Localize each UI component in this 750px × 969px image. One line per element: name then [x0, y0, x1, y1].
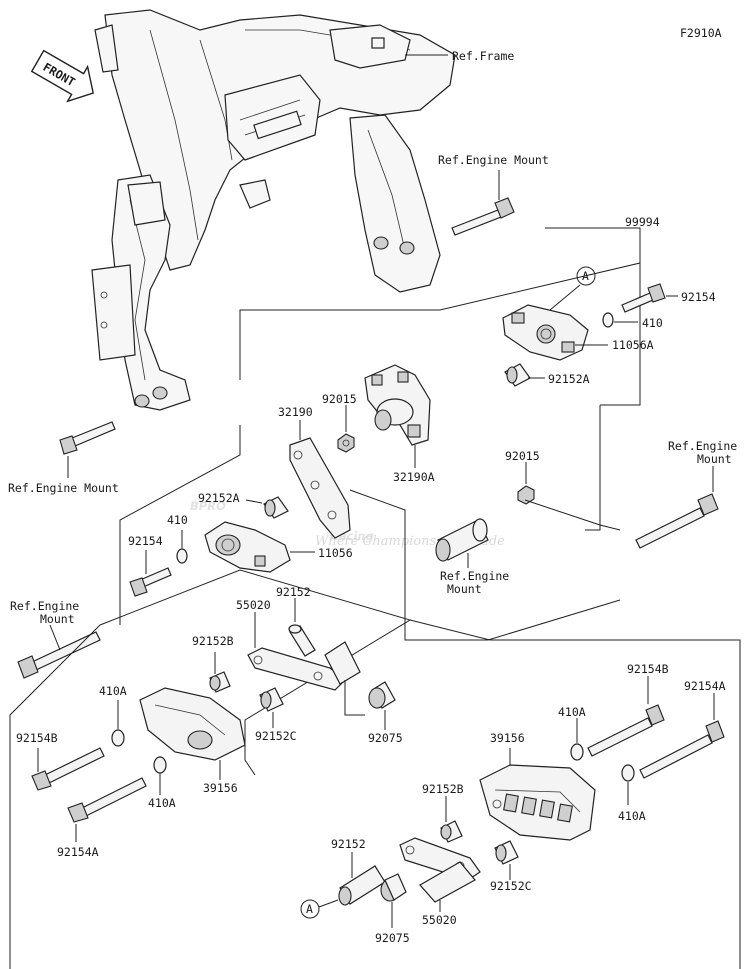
washer-410A-right: [570, 743, 584, 761]
bolt-92154B-left: [31, 747, 105, 791]
part-55020-upper: 55020: [236, 598, 271, 612]
washer-410-right: [602, 312, 614, 328]
bolt-92154B-right: [587, 704, 665, 757]
collar-92152A-left: [263, 496, 289, 519]
washer-410A-left: [111, 729, 125, 747]
part-92152B-right: 92152B: [422, 782, 464, 796]
part-410A-left2: 410A: [148, 796, 176, 810]
part-39156-left: 39156: [203, 781, 238, 795]
part-92015-right: 92015: [505, 449, 540, 463]
slider-92075-lower: [380, 873, 407, 902]
part-92152B-left: 92152B: [192, 634, 234, 648]
part-55020-lower: 55020: [422, 913, 457, 927]
ref-frame-label: Ref.Frame: [452, 49, 514, 63]
part-92152-lower: 92152: [331, 837, 366, 851]
ref-engine-mount-center-line1: Ref.Engine: [440, 569, 509, 583]
part-92154-right: 92154: [681, 290, 716, 304]
bolt-92154-left: [129, 567, 172, 597]
engine-mount-bolt-left-lower: [17, 631, 101, 679]
bracket-11056A: [502, 304, 589, 361]
part-11056: 11056: [318, 546, 353, 560]
front-arrow-icon: FRONT: [30, 49, 94, 103]
washer-410A-left-2: [153, 756, 167, 774]
ref-engine-mount-left-lower-line2: Mount: [40, 612, 75, 626]
watermark-line1: BPRO: [190, 499, 226, 513]
frame-reference: [91, 9, 456, 411]
ref-engine-mount-left-lower-line1: Ref.Engine: [10, 599, 79, 613]
part-410A-right2: 410A: [618, 809, 646, 823]
ref-engine-mount-top-label: Ref.Engine Mount: [438, 153, 549, 167]
nut-92015-left: [337, 433, 355, 453]
bolt-92154A-left: [67, 777, 147, 823]
part-92152A-right: 92152A: [548, 372, 590, 386]
nut-92015-right: [517, 485, 535, 505]
part-11056A: 11056A: [612, 338, 654, 352]
part-410-right: 410: [642, 316, 663, 330]
part-410A-right: 410A: [558, 705, 586, 719]
part-92154A-right: 92154A: [684, 679, 726, 693]
part-39156-right: 39156: [490, 731, 525, 745]
plate-32190: [289, 437, 351, 539]
bolt-92154-right: [621, 283, 666, 313]
part-410-left: 410: [167, 513, 188, 527]
callout-a-top: A: [582, 269, 589, 283]
collar-92152A-right: [504, 363, 531, 387]
washer-410-left: [176, 548, 188, 564]
part-92015-left: 92015: [322, 392, 357, 406]
frame-slider-39156-right: [479, 764, 596, 841]
bracket-11056: [204, 521, 291, 573]
part-92154A-left: 92154A: [57, 845, 99, 859]
engine-mount-bolt-left-upper: [59, 421, 116, 455]
part-99994: 99994: [625, 215, 660, 229]
collar-92152B-left: [209, 671, 231, 693]
ref-engine-mount-right-line1: Ref.Engine: [668, 439, 737, 453]
callout-a-bottom: A: [306, 902, 313, 916]
part-92152C-right: 92152C: [490, 879, 532, 893]
part-92154B-right: 92154B: [627, 662, 669, 676]
frame-slider-39156-left: [139, 687, 246, 761]
part-410A-left: 410A: [99, 684, 127, 698]
pin-92152-upper: [288, 624, 316, 657]
plate-55020-lower: [399, 837, 481, 903]
part-32190: 32190: [278, 405, 313, 419]
slider-92075-upper: [368, 681, 396, 709]
part-32190A: 32190A: [393, 470, 435, 484]
collar-92152B-right: [440, 820, 463, 843]
collar-92152C-left: [259, 687, 284, 712]
part-92152-upper: 92152: [276, 585, 311, 599]
ref-engine-mount-right-line2: Mount: [697, 452, 732, 466]
diagram-code: F2910A: [680, 26, 722, 40]
ref-engine-mount-center-line2: Mount: [447, 582, 482, 596]
engine-mount-bolt-right: [635, 493, 719, 549]
bracket-32190A: [364, 364, 431, 446]
part-92075-lower: 92075: [375, 931, 410, 945]
washer-410A-right-2: [621, 764, 635, 782]
ref-engine-mount-left-upper-label: Ref.Engine Mount: [8, 481, 119, 495]
engine-mount-bolt-top: [451, 197, 515, 236]
part-92154B-left: 92154B: [16, 731, 58, 745]
part-92075-upper: 92075: [368, 731, 403, 745]
part-92154-left: 92154: [128, 534, 163, 548]
collar-92152C-right: [494, 840, 519, 865]
bolt-92154A-right: [639, 720, 725, 779]
engine-mount-collar-center: [435, 518, 489, 562]
part-92152C-left: 92152C: [255, 729, 297, 743]
part-92152A-left: 92152A: [198, 491, 240, 505]
pin-92152-lower: [338, 865, 386, 906]
